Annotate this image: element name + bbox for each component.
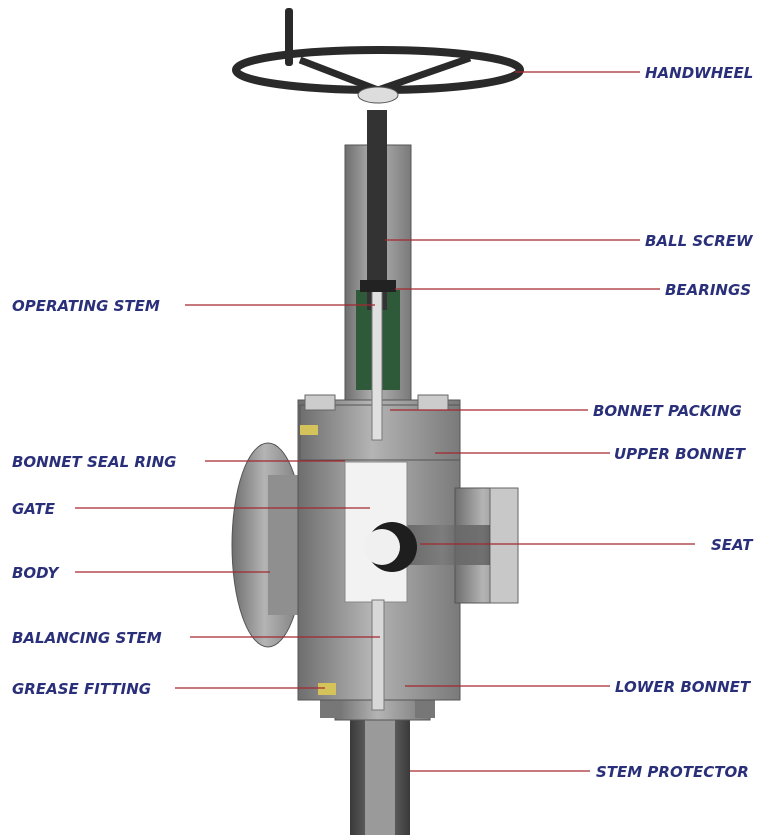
label-body: BODY: [12, 564, 60, 582]
label-bonnet-packing: BONNET PACKING: [593, 402, 742, 420]
label-upper-bonnet: UPPER BONNET: [614, 445, 747, 463]
label-gate: GATE: [12, 500, 56, 518]
label-balancing-stem: BALANCING STEM: [12, 629, 162, 647]
label-ball-screw: BALL SCREW: [645, 232, 754, 250]
label-stem-protector: STEM PROTECTOR: [596, 763, 749, 781]
operating-stem-part: [371, 289, 383, 441]
grease-fitting-lower: [318, 683, 336, 695]
label-seat: SEAT: [711, 536, 754, 554]
grease-fitting-upper: [300, 425, 318, 435]
label-lower-bonnet: LOWER BONNET: [615, 678, 752, 696]
label-bearings: BEARINGS: [665, 281, 751, 299]
label-bonnet-seal-ring: BONNET SEAL RING: [12, 453, 176, 471]
label-operating-stem: OPERATING STEM: [12, 297, 160, 315]
handwheel-part: [232, 46, 524, 94]
label-grease-fitting: GREASE FITTING: [12, 680, 151, 698]
label-handwheel: HANDWHEEL: [645, 64, 753, 82]
